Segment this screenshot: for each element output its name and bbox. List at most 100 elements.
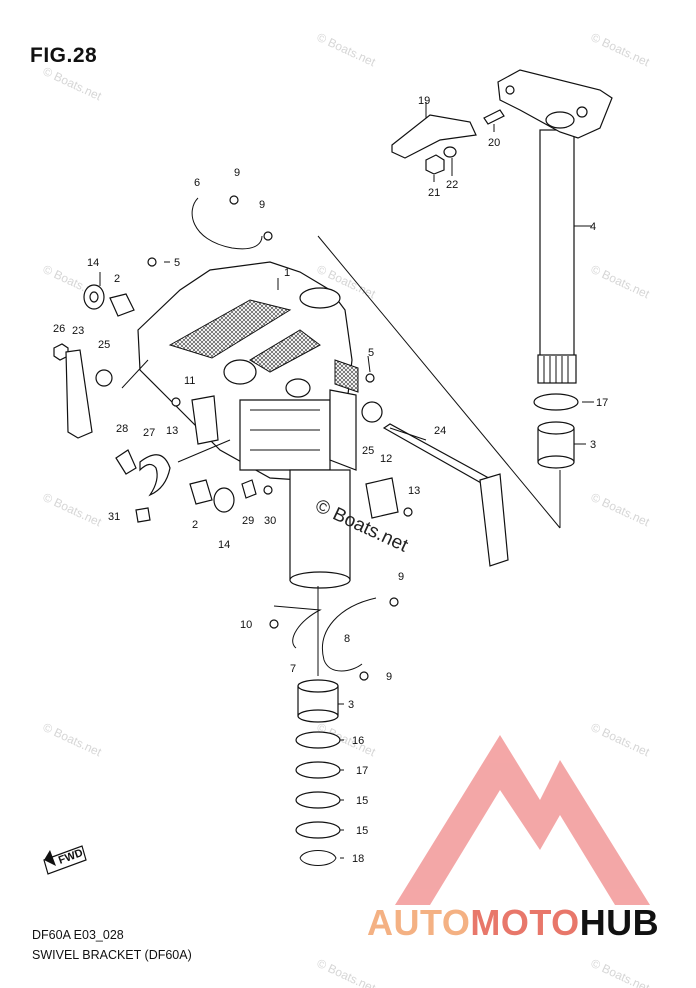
callout-13: 13	[166, 425, 178, 437]
callout-29: 29	[242, 515, 254, 527]
watermark: © Boats.net	[41, 64, 105, 104]
part-24-lever	[479, 473, 509, 567]
part-27-spring	[139, 454, 171, 497]
callout-24: 24	[434, 425, 446, 437]
callout-11: 11	[184, 375, 195, 387]
callout-9: 9	[398, 571, 404, 583]
part-13-screw	[171, 397, 181, 407]
part-21-nut	[425, 154, 445, 175]
callout-18: 18	[352, 853, 364, 865]
callout-13: 13	[408, 485, 420, 497]
callout-30: 30	[264, 515, 276, 527]
part-2-bushing	[109, 293, 135, 317]
callout-28: 28	[116, 423, 128, 435]
part-15-ring	[295, 791, 341, 809]
callout-labels: 1 2 2 3 3 4 5 5 6 7 8 9 9 9 9 10 11 12 1…	[53, 95, 608, 865]
callout-15: 15	[356, 795, 368, 807]
callout-10: 10	[240, 619, 252, 631]
watermark: © Boats.net	[589, 956, 653, 988]
part-9-screw	[359, 671, 369, 681]
callout-23: 23	[72, 325, 84, 337]
watermark: © Boats.net	[41, 720, 105, 760]
part-2-bushing	[189, 479, 213, 505]
callout-1: 1	[284, 267, 290, 279]
part-19-bracket	[391, 114, 477, 159]
part-9-screw	[389, 597, 399, 607]
part-29-plate	[241, 479, 257, 499]
brand-part-moto: MOTO	[470, 902, 580, 943]
callout-25: 25	[362, 445, 374, 457]
part-17-ring	[533, 393, 579, 411]
callout-15: 15	[356, 825, 368, 837]
callout-7: 7	[290, 663, 296, 675]
guide-line	[177, 439, 231, 463]
callout-9: 9	[259, 199, 265, 211]
callout-3: 3	[590, 439, 596, 451]
brand-wordmark: AUTOMOTOHUB	[367, 902, 659, 944]
figure-title: FIG.28	[30, 44, 98, 67]
callout-6: 6	[194, 177, 200, 189]
watermark: © Boats.net	[589, 720, 653, 760]
callout-21: 21	[428, 187, 440, 199]
part-9-screw	[263, 231, 273, 241]
callout-2: 2	[114, 273, 120, 285]
part-11-bracket	[191, 395, 219, 445]
callout-17: 17	[596, 397, 608, 409]
part-6-ground-wire	[191, 197, 263, 250]
callout-5: 5	[368, 347, 374, 359]
watermark: © Boats.net	[315, 30, 379, 70]
part-8-ground-wire	[322, 597, 377, 672]
callout-26: 26	[53, 323, 65, 335]
callout-22: 22	[446, 179, 458, 191]
callout-14: 14	[87, 257, 99, 269]
part-10-screw	[269, 619, 279, 629]
callout-9: 9	[234, 167, 240, 179]
swivel-bracket-body	[137, 261, 359, 589]
watermark: © Boats.net	[41, 490, 105, 530]
callout-17: 17	[356, 765, 368, 777]
callout-9: 9	[386, 671, 392, 683]
callout-2: 2	[192, 519, 198, 531]
part-23-lever	[65, 349, 93, 439]
callout-8: 8	[344, 633, 350, 645]
callout-leaders	[99, 102, 594, 859]
callout-20: 20	[488, 137, 500, 149]
part-16-ring	[295, 731, 341, 749]
brand-logo	[395, 735, 650, 905]
part-28-clip	[115, 449, 137, 475]
part-13-screw	[403, 507, 413, 517]
callout-3: 3	[348, 699, 354, 711]
part-9-screw	[229, 195, 239, 205]
callout-14: 14	[218, 539, 230, 551]
diagram-code: DF60A E03_028	[32, 928, 124, 942]
callout-4: 4	[590, 221, 596, 233]
watermark: © Boats.net	[589, 30, 653, 70]
brand-part-auto: AUTO	[367, 902, 471, 943]
part-18-circlip	[299, 850, 337, 866]
watermark: © Boats.net	[315, 956, 379, 988]
callout-27: 27	[143, 427, 155, 439]
part-25-collar	[361, 401, 383, 423]
watermark: © Boats.net	[589, 490, 653, 530]
part-12-bracket	[365, 477, 399, 519]
guide-line	[317, 235, 561, 529]
callout-5: 5	[174, 257, 180, 269]
steering-shaft	[497, 69, 613, 384]
part-3-bushing-lower	[297, 679, 339, 723]
part-15-ring	[295, 821, 341, 839]
callout-25: 25	[98, 339, 110, 351]
part-22-washer	[443, 146, 457, 158]
forward-direction-arrow: FWD	[43, 845, 87, 875]
diagram-caption: SWIVEL BRACKET (DF60A)	[32, 948, 192, 962]
part-14-washer	[213, 487, 235, 513]
callout-12: 12	[380, 453, 392, 465]
watermark: © Boats.net	[589, 262, 653, 302]
part-30-screw	[263, 485, 273, 495]
part-3-bushing-upper	[537, 421, 575, 469]
guide-line	[121, 359, 149, 389]
part-25-collar	[95, 369, 113, 387]
part-5-screw	[365, 373, 375, 383]
part-7-ground-wire	[273, 605, 322, 649]
callout-31: 31	[108, 511, 120, 523]
